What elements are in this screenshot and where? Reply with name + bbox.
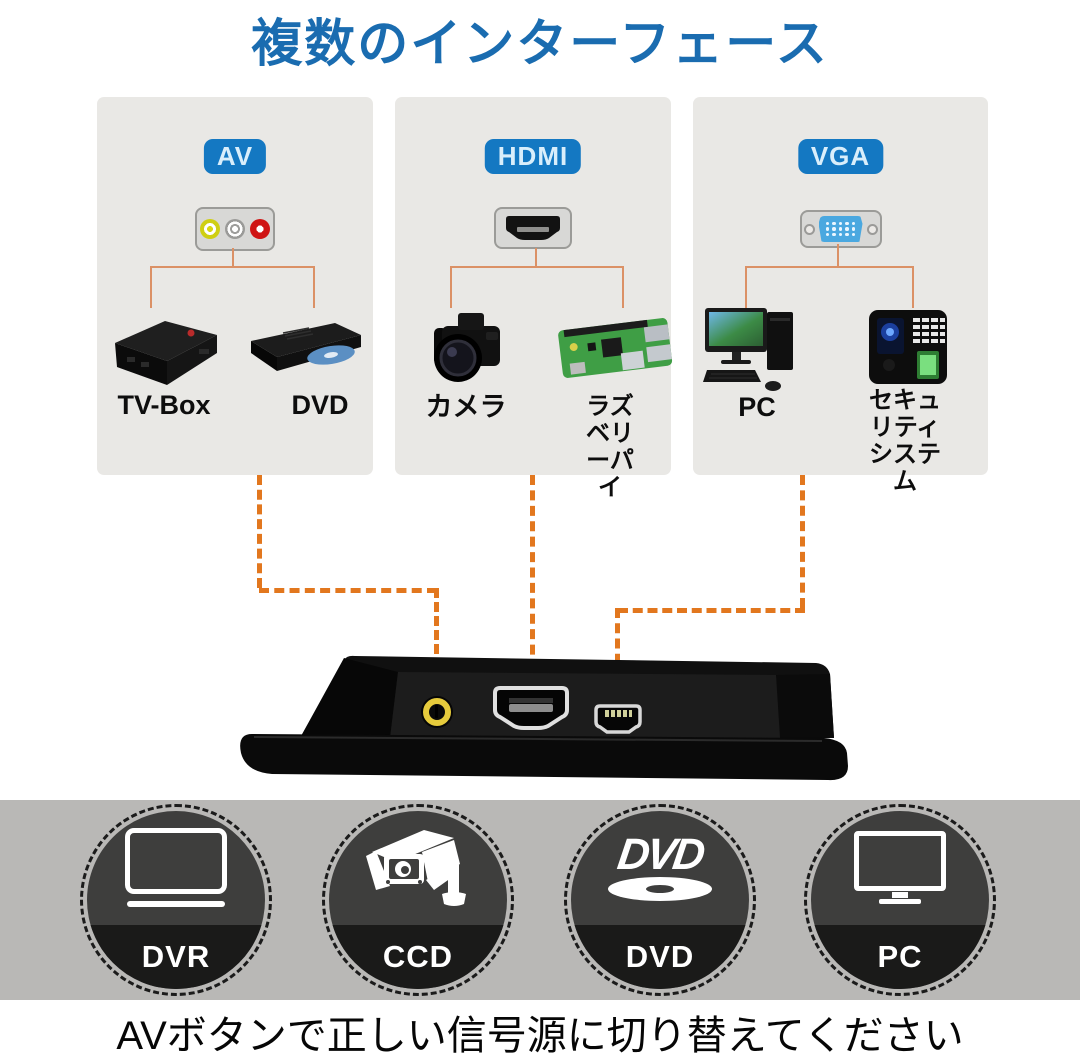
circle-bottom-strip — [571, 924, 749, 989]
device-label-raspberrypi: ラズベリーパイ — [586, 393, 634, 501]
mini-usb-port — [594, 704, 642, 734]
security-system — [869, 310, 947, 384]
av-dashed-line-drop — [434, 588, 439, 668]
vga-dashed-line-vertical — [800, 475, 805, 608]
source-label-pc: PC — [877, 939, 923, 974]
circle-bottom-strip — [87, 924, 265, 989]
rca-av-connector-icon — [195, 207, 275, 251]
device-label-pc: PC — [738, 392, 776, 422]
footer-note: AVボタンで正しい信号源に切り替えてください — [116, 1014, 964, 1057]
rca-yellow-plug — [200, 219, 220, 239]
device-label-camera: カメラ — [425, 392, 507, 422]
pc-monitor-icon — [811, 811, 989, 925]
vga-dashed-line-drop — [615, 608, 620, 679]
source-circle-dvr: DVR — [80, 804, 272, 996]
hdmi-plug-shape — [506, 216, 560, 240]
camera — [434, 313, 500, 382]
av-dashed-line-horizontal — [259, 588, 437, 593]
dvd-player — [251, 323, 361, 371]
interface-card-hdmi: HDMI — [395, 97, 673, 501]
interface-card-av: AV TV-Box DVD — [97, 97, 373, 475]
device-label-security: セキュリティ システム — [869, 387, 941, 495]
hdmi-port — [493, 686, 569, 730]
dvr-display-icon — [87, 811, 265, 925]
av-badge: AV — [203, 139, 267, 174]
dvd-logo-text: DVD — [614, 830, 706, 880]
source-circle-pc: PC — [804, 804, 996, 996]
vga-screw-right — [866, 223, 878, 235]
dvd-logo-icon: DVD — [571, 811, 749, 925]
monitor-back-panel — [240, 655, 848, 781]
av-branch-bracket — [150, 266, 315, 308]
vga-screw-left — [803, 223, 815, 235]
source-band: DVR — [0, 800, 1080, 1000]
device-label-dvd: DVD — [291, 390, 349, 420]
vga-badge: VGA — [797, 139, 884, 174]
rca-red-plug — [250, 219, 270, 239]
vga-branch-bracket — [745, 266, 914, 308]
raspberry-pi — [558, 318, 673, 378]
desktop-pc — [703, 308, 793, 391]
circle-bottom-strip — [811, 924, 989, 989]
tv-box — [115, 321, 217, 385]
source-circle-dvd: DVD DVD — [564, 804, 756, 996]
vga-branch-stem — [837, 244, 839, 266]
vga-dsub-shape — [818, 216, 863, 242]
dvd-disc-shape — [608, 876, 712, 901]
device-label-tvbox: TV-Box — [117, 390, 211, 420]
source-label-dvr: DVR — [141, 939, 211, 974]
hdmi-branch-bracket — [450, 266, 624, 308]
av-branch-stem — [232, 248, 234, 266]
hdmi-branch-stem — [535, 248, 537, 266]
hdmi-badge: HDMI — [484, 139, 582, 174]
vga-connector-icon — [799, 210, 882, 248]
interface-card-vga: VGA — [693, 97, 988, 495]
source-label-ccd: CCD — [382, 939, 454, 974]
source-circle-ccd: CCD — [322, 804, 514, 996]
circle-bottom-strip — [329, 924, 507, 989]
hdmi-dashed-line — [530, 475, 535, 670]
av-jack — [421, 696, 453, 728]
hdmi-connector-icon — [494, 207, 572, 249]
source-label-dvd: DVD — [625, 939, 695, 974]
rca-white-plug — [225, 219, 245, 239]
page-title: 複数のインターフェース — [251, 15, 829, 72]
vga-dashed-line-horizontal — [618, 608, 805, 613]
cctv-camera-icon — [329, 811, 507, 925]
av-dashed-line-vertical — [257, 475, 262, 588]
